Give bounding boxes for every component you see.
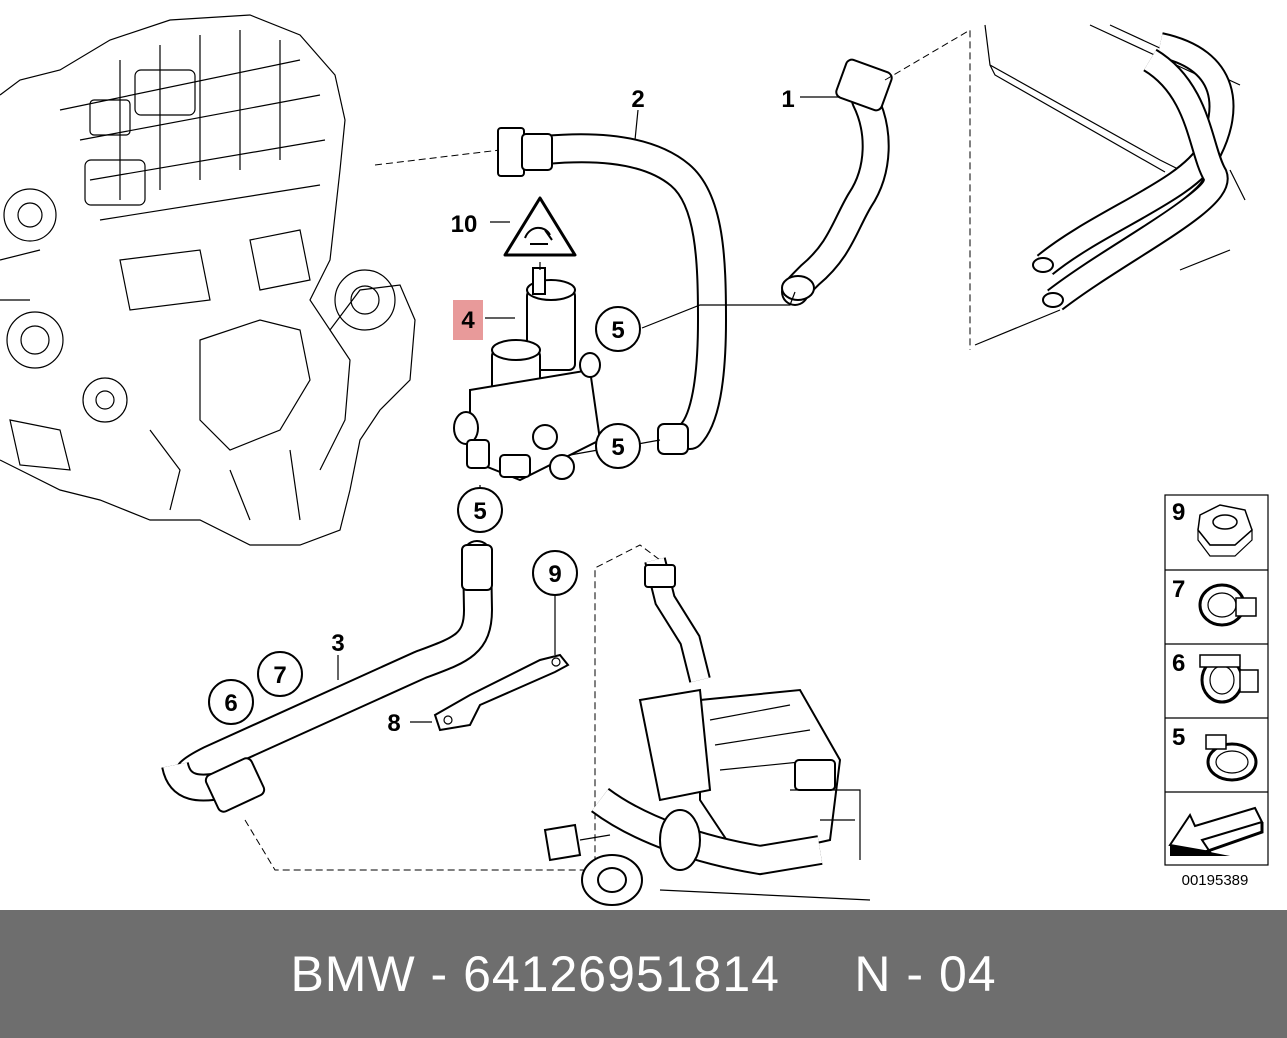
callout-5-circle-mid — [595, 423, 641, 469]
worm-clamp-icon — [1205, 734, 1258, 782]
legend-item-6-label: 6 — [1172, 650, 1185, 677]
diagram-id: 00195389 — [1182, 872, 1249, 889]
bracket-part-8 — [410, 590, 570, 732]
heater-valve-assembly — [453, 262, 602, 482]
callout-5-mid: 5 — [611, 434, 624, 461]
callout-7-circle — [257, 651, 303, 697]
callout-5-circle-bottom — [457, 487, 503, 533]
callout-5-top: 5 — [611, 317, 624, 344]
callout-9-circle — [532, 550, 578, 596]
hose-1 — [781, 58, 893, 306]
hose-2 — [497, 109, 728, 455]
footer-bar: BMW - 64126951814 N - 04 — [0, 910, 1287, 1038]
callout-10: 10 — [451, 211, 478, 238]
hose-3 — [161, 540, 494, 813]
callout-8: 8 — [387, 710, 400, 737]
callout-1: 1 — [781, 86, 794, 113]
legend-item-7-label: 7 — [1172, 576, 1185, 603]
callout-6: 6 — [224, 690, 237, 717]
spring-clamp-icon — [1199, 654, 1259, 704]
engine-to-hose-leader — [374, 149, 501, 166]
heater-core-illustration — [974, 24, 1246, 346]
callout-7: 7 — [273, 662, 286, 689]
parts-legend: 9 7 6 5 — [1164, 494, 1269, 866]
callout-4: 4 — [461, 307, 475, 334]
warning-label-icon — [490, 196, 577, 257]
callout-2: 2 — [631, 86, 644, 113]
highlight-part-4 — [453, 300, 483, 340]
auxiliary-pump-illustration — [543, 557, 871, 906]
engine-illustration — [0, 14, 416, 546]
lower-leader — [244, 544, 661, 871]
part-number-caption: BMW - 64126951814 N - 04 — [290, 946, 997, 1002]
direction-arrow-icon — [1168, 806, 1264, 856]
hose-clip-icon — [1198, 583, 1257, 627]
callout-9: 9 — [548, 561, 561, 588]
callout-5-circle-top — [595, 306, 641, 352]
callout-5-bottom: 5 — [473, 498, 486, 525]
legend-item-9-label: 9 — [1172, 499, 1185, 526]
legend-item-5-label: 5 — [1172, 724, 1185, 751]
callouts: 2 1 10 4 5 5 5 9 3 7 6 8 — [208, 86, 795, 737]
parts-diagram: 2 1 10 4 5 5 5 9 3 7 6 8 9 7 — [0, 14, 1269, 906]
callout-3: 3 — [331, 630, 344, 657]
hose-to-heater-leader — [884, 29, 971, 350]
callout-6-circle — [208, 679, 254, 725]
hex-nut-icon — [1197, 504, 1253, 557]
